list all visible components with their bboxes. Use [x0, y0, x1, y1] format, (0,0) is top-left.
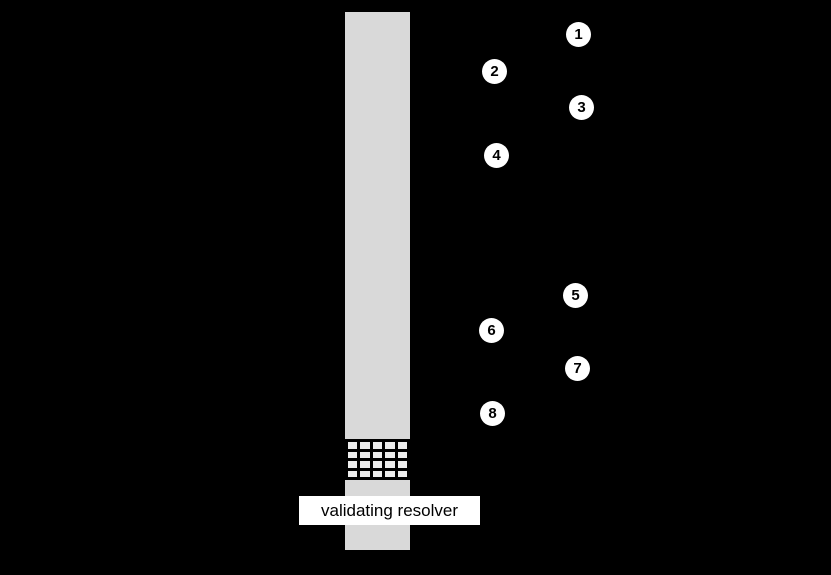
step-marker-8: 8 — [480, 401, 505, 426]
grid-cell — [397, 470, 407, 477]
step-marker-3: 3 — [569, 95, 594, 120]
grid-cell — [372, 451, 383, 458]
grid-cell — [348, 470, 358, 477]
step-marker-4: 4 — [484, 143, 509, 168]
step-marker-5: 5 — [563, 283, 588, 308]
grid-cell — [372, 470, 383, 477]
grid-cell — [360, 442, 370, 449]
step-marker-6: 6 — [479, 318, 504, 343]
grid-cell — [360, 451, 370, 458]
grid-cell — [385, 461, 395, 468]
grid-cell — [372, 461, 383, 468]
grid-cell — [360, 470, 370, 477]
grid-cell — [397, 461, 407, 468]
resolver-grid-pattern — [345, 439, 410, 480]
grid-cell — [385, 442, 395, 449]
step-marker-2: 2 — [482, 59, 507, 84]
resolver-label: validating resolver — [299, 496, 480, 525]
grid-cell — [348, 451, 358, 458]
step-marker-7: 7 — [565, 356, 590, 381]
grid-cell — [372, 442, 383, 449]
grid-cell — [348, 442, 358, 449]
grid-cell — [360, 461, 370, 468]
grid-cell — [385, 451, 395, 458]
grid-cell — [385, 470, 395, 477]
grid-cell — [348, 461, 358, 468]
grid-cell — [397, 451, 407, 458]
grid-cell — [397, 442, 407, 449]
step-marker-1: 1 — [566, 22, 591, 47]
